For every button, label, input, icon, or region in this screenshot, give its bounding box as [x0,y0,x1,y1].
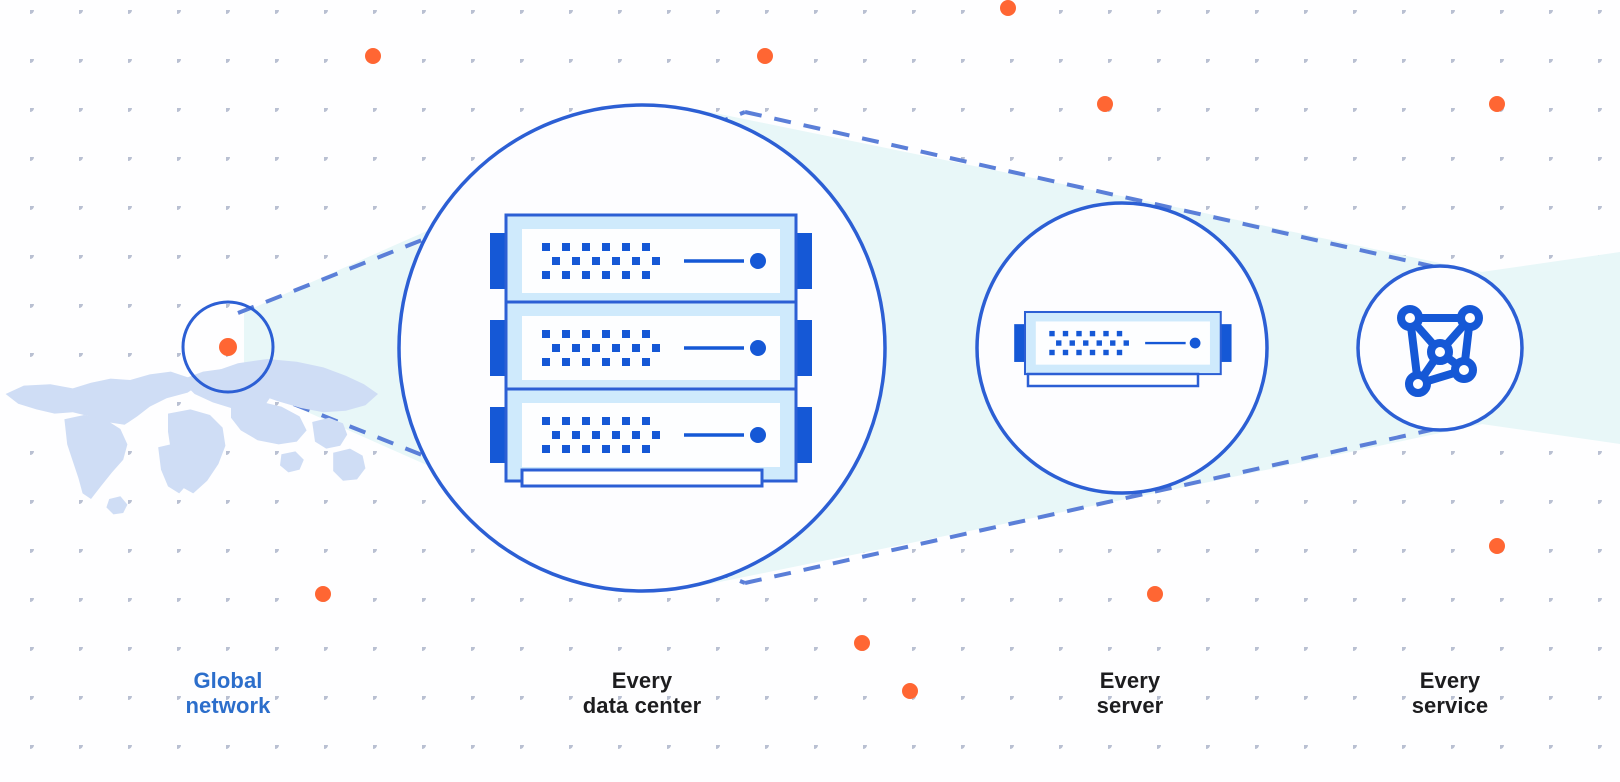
server-unit-icon [1013,310,1233,376]
orange-dot [1489,96,1505,112]
orange-dot [757,48,773,64]
orange-dot [365,48,381,64]
orange-dot [902,683,918,699]
server-rack-unit-3 [488,387,814,483]
map-location-marker [219,338,237,356]
orange-dot [1147,586,1163,602]
orange-dot [1097,96,1113,112]
stage-circle-global-network [181,300,275,394]
server-rack-icon [488,213,814,488]
orange-dot [1000,0,1016,16]
rack-base [520,468,764,488]
orange-dot [315,586,331,602]
mesh-network-icon [1401,309,1479,393]
orange-dot [854,635,870,651]
orange-dot [1489,538,1505,554]
server-unit-base [1026,372,1200,388]
orange-dot-layer [315,0,1505,699]
server-rack-unit-1 [488,213,814,309]
server-rack-unit-2 [488,300,814,396]
